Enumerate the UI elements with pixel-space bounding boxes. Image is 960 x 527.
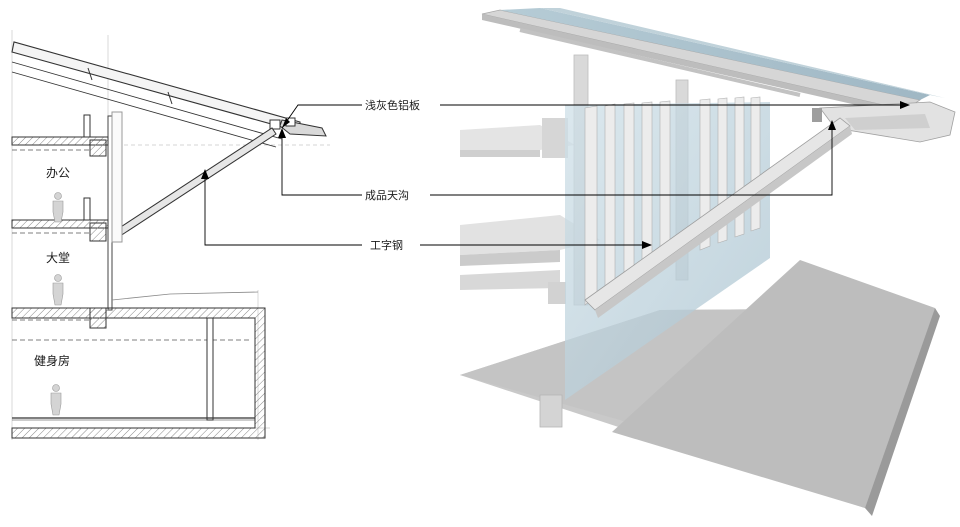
sloped-roof [11, 41, 301, 148]
callout-aluminum-panel: 浅灰色铝板 [281, 98, 910, 129]
scale-figure-lobby [52, 274, 64, 306]
roof-canopy [481, 8, 945, 116]
section-drawing: 办公 大堂 健身房 [11, 30, 330, 440]
room-label-gym: 健身房 [34, 353, 70, 368]
basement-structure [11, 291, 266, 439]
floor-slabs [11, 114, 250, 341]
callout-i-beam: 工字钢 [201, 169, 652, 252]
callout-gutter: 成品天沟 [278, 120, 836, 202]
callout-label-aluminum-panel: 浅灰色铝板 [365, 98, 420, 112]
gutter-section [269, 117, 327, 137]
steel-strut-3d [584, 117, 852, 318]
scale-figure-gym [50, 384, 62, 416]
scale-figure-office [52, 192, 64, 223]
facade [107, 111, 123, 311]
callout-label-i-beam: 工字钢 [370, 238, 403, 252]
basement-column [539, 394, 563, 428]
room-label-office: 办公 [46, 165, 70, 180]
aluminum-fins [584, 96, 761, 306]
gutter-3d [812, 101, 956, 143]
callouts: 浅灰色铝板 成品天沟 工字钢 [201, 98, 910, 252]
room-label-lobby: 大堂 [46, 251, 70, 265]
callout-label-gutter: 成品天沟 [365, 189, 409, 202]
axonometric-render [460, 8, 956, 516]
